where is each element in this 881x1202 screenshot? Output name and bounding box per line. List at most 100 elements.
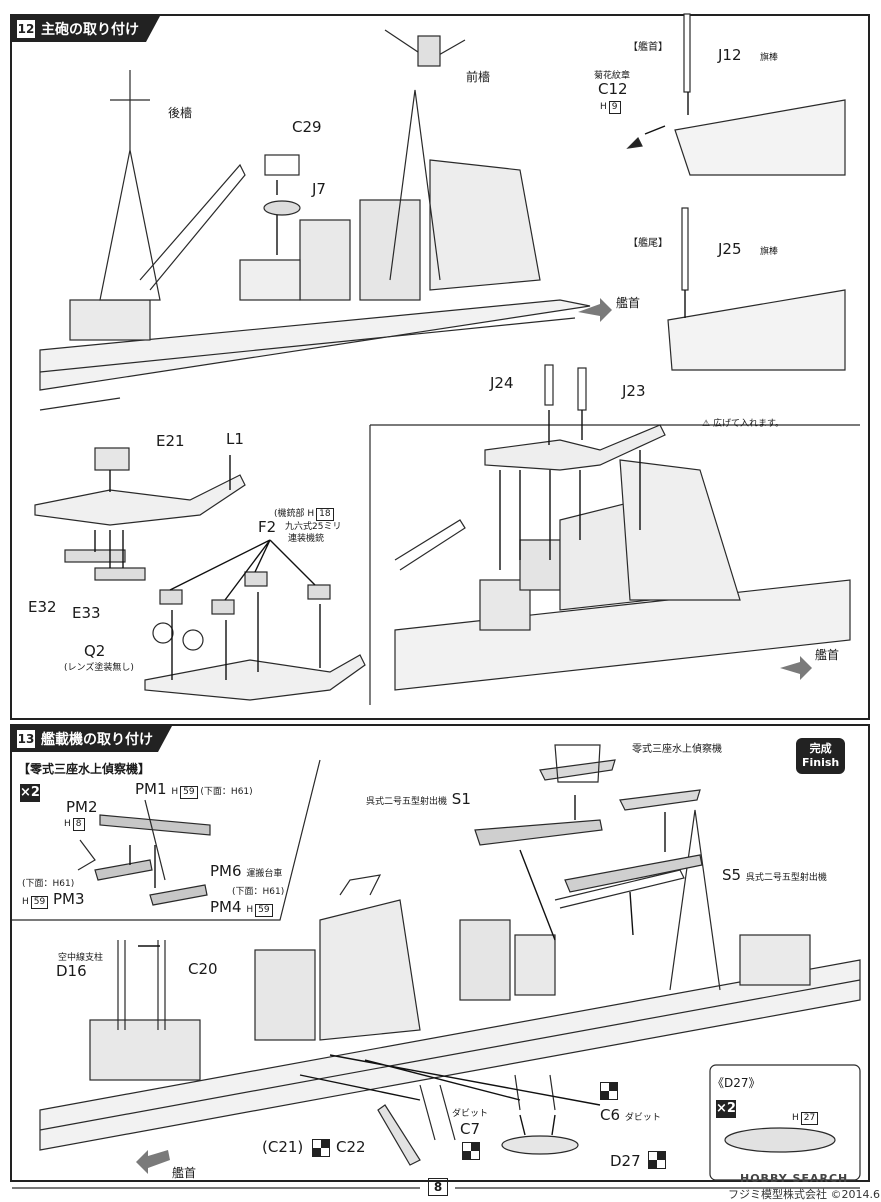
- quantity-badge-d27: ×2: [716, 1100, 736, 1118]
- label-f2-note-2: 九六式25ミリ: [285, 522, 342, 532]
- quantity-badge-planes: ×2: [20, 784, 40, 802]
- label-c12: C12: [598, 80, 628, 98]
- label-c22: C22: [336, 1138, 366, 1156]
- paint-icon-d27: [648, 1151, 666, 1169]
- label-forward-step13: 艦首: [172, 1166, 197, 1180]
- paint-icon-c21: [312, 1139, 330, 1157]
- runner-number: 9: [608, 101, 621, 114]
- pm4-runner: H: [246, 905, 254, 915]
- pm1-runner: H: [171, 787, 179, 797]
- step-12-number: 12: [17, 22, 35, 36]
- pm4-runner-number: 59: [255, 904, 273, 917]
- label-d16: D16: [56, 962, 87, 980]
- label-plane-heading: 【零式三座水上偵察機】: [18, 762, 151, 776]
- label-d27-inset-title: 《D27》: [712, 1076, 761, 1090]
- pm3-text: PM3: [53, 890, 85, 908]
- step-12-panel: [10, 14, 870, 720]
- paint-icon-c7: [462, 1142, 480, 1160]
- f2-note-text: (機銃部 H: [274, 509, 315, 519]
- label-plane-top: 零式三座水上偵察機: [632, 744, 722, 755]
- label-rear-mast: 後檣: [168, 106, 193, 120]
- finish-en: Finish: [802, 756, 840, 769]
- pm6-text: PM6: [210, 862, 242, 880]
- label-c21: (C21): [262, 1138, 304, 1156]
- label-j7: J7: [312, 180, 326, 198]
- s5-text: S5: [722, 866, 742, 884]
- label-j23: J23: [622, 382, 646, 400]
- f2-runner-number: 18: [316, 508, 334, 521]
- warning-icon: ⚠: [702, 419, 711, 429]
- finish-ja: 完成: [809, 742, 832, 755]
- label-pm6: PM6 運搬台車: [210, 862, 282, 880]
- step-13-number: 13: [17, 732, 35, 746]
- step-12-header: 12 主砲の取り付け: [12, 16, 160, 42]
- label-c20: C20: [188, 960, 218, 978]
- label-fore-mast: 前檣: [466, 70, 491, 84]
- label-forward-arrow-bottom: 艦首: [815, 648, 840, 662]
- label-pm3-under: (下面：H61): [22, 879, 75, 889]
- label-j12: J12: [718, 46, 742, 64]
- label-e32: E32: [28, 598, 57, 616]
- d27-runner: H: [792, 1113, 799, 1123]
- step-12-title: 主砲の取り付け: [41, 22, 139, 38]
- pm1-text: PM1: [135, 780, 167, 798]
- pm2-runner: H: [64, 819, 71, 829]
- label-j12-note: 旗棒: [760, 53, 779, 63]
- label-s5: S5 呉式二号五型射出機: [722, 866, 827, 884]
- label-j25-note: 旗棒: [760, 247, 779, 257]
- label-f2: F2: [258, 518, 277, 536]
- pm3-runner-number: 59: [30, 896, 49, 909]
- label-j25: J25: [718, 240, 742, 258]
- label-e33: E33: [72, 604, 101, 622]
- label-s1: 呉式二号五型射出機 S1: [366, 790, 471, 808]
- step-13-panel: [10, 724, 870, 1182]
- label-stern-heading: 【艦尾】: [628, 238, 668, 249]
- label-bow-heading: 【艦首】: [628, 42, 668, 53]
- label-forward-arrow-top: 艦首: [616, 296, 641, 310]
- step-13-title: 艦載機の取り付け: [41, 732, 153, 748]
- pm3-runner: H: [22, 897, 29, 907]
- c6-note: ダビット: [624, 1113, 661, 1123]
- label-spread-note: ⚠ 広げて入れます。: [702, 416, 784, 429]
- label-q2-note: (レンズ塗装無し): [64, 663, 134, 673]
- label-d16-note: 空中線支柱: [58, 953, 104, 963]
- paint-icon-c6: [600, 1082, 618, 1100]
- label-d27: D27: [610, 1152, 641, 1170]
- label-pm2: PM2: [66, 798, 98, 816]
- label-q2: Q2: [84, 642, 106, 660]
- label-pm4-under: (下面：H61): [232, 887, 285, 897]
- d27-runner-number: 27: [800, 1112, 819, 1125]
- c6-text: C6: [600, 1106, 621, 1124]
- label-c7: C7: [460, 1120, 481, 1138]
- pm4-text: PM4: [210, 898, 242, 916]
- label-l1: L1: [226, 430, 244, 448]
- s5-note: 呉式二号五型射出機: [745, 873, 827, 883]
- label-f2-note-3: 連装機銃: [288, 534, 325, 544]
- label-j24: J24: [490, 374, 514, 392]
- publisher: フジミ模型株式会社 ©2014.6: [728, 1188, 880, 1201]
- step-13-header: 13 艦載機の取り付け: [12, 726, 172, 752]
- label-chrysanthemum: 菊花紋章: [594, 71, 631, 81]
- pm2-runner-number: 8: [72, 818, 85, 831]
- pm6-note: 運搬台車: [246, 869, 283, 879]
- page-number: 8: [428, 1178, 448, 1196]
- pm1-runner-number: 59: [180, 786, 198, 799]
- watermark: HOBBY SEARCH: [740, 1172, 849, 1185]
- s1-note: 呉式二号五型射出機: [366, 797, 448, 807]
- runner-h: H: [600, 102, 607, 112]
- label-c6: C6 ダビット: [600, 1106, 661, 1124]
- finish-badge: 完成 Finish: [796, 738, 846, 774]
- label-e21: E21: [156, 432, 185, 450]
